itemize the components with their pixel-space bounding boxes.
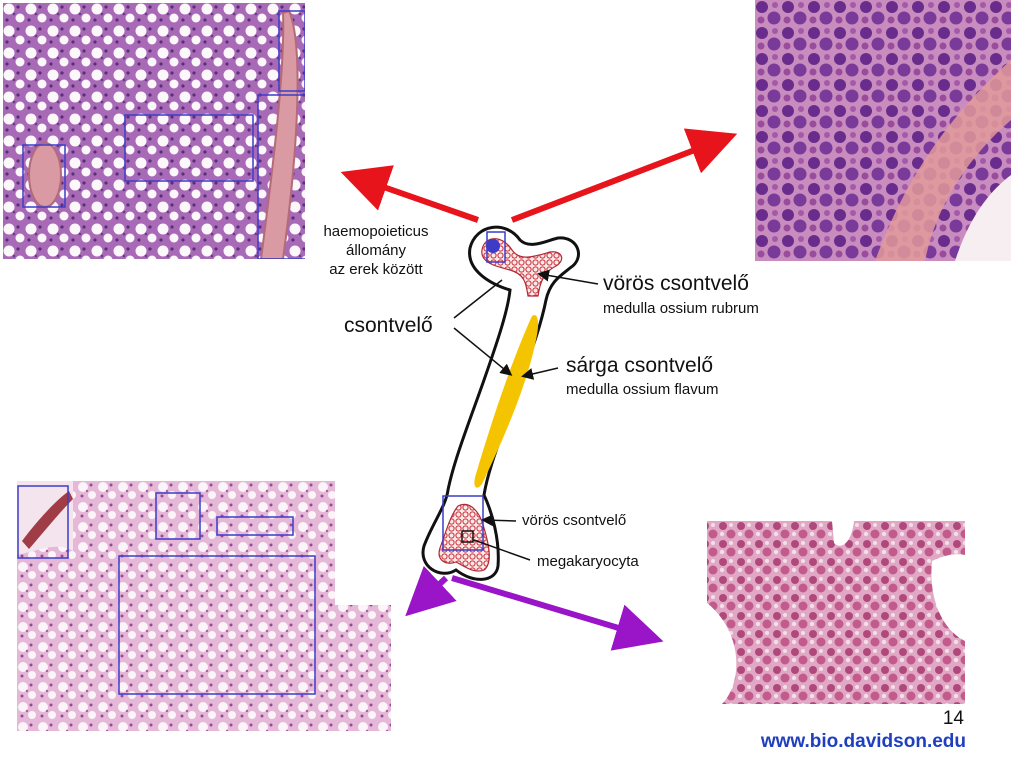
pointer-csontvelo-2 (453, 327, 513, 376)
label-sarga-sub: medulla ossium flavum (566, 381, 719, 398)
label-sarga-title: sárga csontvelő (566, 354, 714, 377)
micrograph-top-left (3, 3, 305, 259)
yellow-marrow (474, 315, 539, 488)
zoom-box-proximal (486, 231, 506, 263)
pointer-sarga (521, 367, 559, 380)
purple-arrow-left (405, 565, 457, 617)
megakaryocyta-box (461, 530, 474, 543)
label-voros-sub: medulla ossium rubrum (603, 300, 759, 317)
micrograph-top-left-image (3, 3, 305, 259)
micrograph-bottom-left-image (17, 481, 391, 731)
label-voros-title: vörös csontvelő (603, 272, 749, 295)
red-marrow-proximal (481, 238, 563, 297)
pointer-megakaryocyta (473, 539, 531, 561)
micrograph-bottom-right (682, 521, 965, 704)
pointer-voros-small (481, 514, 517, 527)
page-number: 14 (942, 708, 964, 729)
purple-arrow-right (451, 575, 664, 651)
micrograph-bottom-left (17, 481, 391, 731)
pointer-voros (537, 269, 599, 285)
label-csontvelo: csontvelő (344, 314, 433, 337)
label-voros-small: vörös csontvelő (522, 512, 627, 529)
vessel-icon (486, 239, 500, 253)
micrograph-bottom-right-image (682, 521, 965, 704)
micrograph-top-right (755, 0, 1011, 261)
red-arrow-left (340, 165, 479, 223)
red-arrow-right (510, 128, 738, 223)
source-url[interactable]: www.bio.davidson.edu (760, 731, 966, 752)
micrograph-top-right-image (755, 0, 1011, 261)
pointer-csontvelo-1 (453, 279, 503, 319)
label-haemopoieticus: haemopoieticus állomány az erek között (323, 223, 429, 278)
label-megakaryocyta: megakaryocyta (537, 553, 639, 570)
